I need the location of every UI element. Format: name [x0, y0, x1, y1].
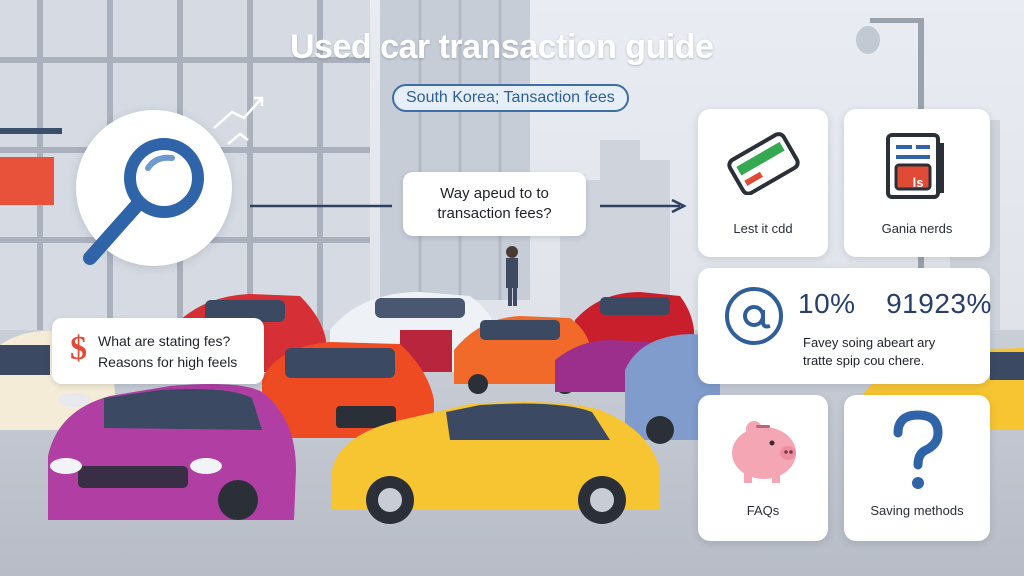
car-magenta-front — [48, 384, 296, 520]
card-saving[interactable]: Saving methods — [844, 395, 990, 541]
document-badge: ls — [912, 175, 924, 190]
car-orange-front — [262, 342, 434, 438]
stat-description: Favey soing abeart ary tratte spip cou c… — [803, 334, 935, 370]
magnifier-badge — [76, 110, 232, 266]
card-faqs[interactable]: FAQs — [698, 395, 828, 541]
car-yellow-front — [332, 402, 660, 524]
car-blue-mid — [625, 334, 720, 444]
card-credit[interactable]: Lest it cdd — [698, 109, 828, 257]
stat-card: 10% 91923% Favey soing abeart ary tratte… — [698, 268, 992, 384]
central-tower — [380, 0, 530, 300]
subtitle-pill: South Korea; Tansaction fees — [392, 84, 629, 112]
document-icon — [886, 133, 944, 199]
at-sign-icon — [725, 287, 783, 345]
hanging-sign — [0, 128, 62, 205]
card-document[interactable]: ls Gania nerds — [844, 109, 990, 257]
piggy-bank-icon — [732, 421, 796, 483]
credit-card-icon — [727, 132, 800, 195]
fees-reason-line: Reasons for high feels — [98, 354, 238, 370]
search-icon — [83, 138, 204, 265]
stat-values: 10% 91923% — [798, 288, 992, 320]
stat-desc-line-2: tratte spip cou chere. — [803, 353, 925, 368]
fees-info-bubble: $ What are stating fes? Reasons for high… — [52, 318, 264, 384]
standing-person — [506, 246, 518, 306]
trend-arrows-icon — [213, 96, 264, 145]
stat-value-1: 10% — [798, 288, 856, 319]
stat-desc-line-1: Favey soing abeart ary — [803, 335, 936, 350]
card-credit-label: Lest it cdd — [733, 221, 793, 236]
question-line-2: transaction fees? — [437, 205, 552, 222]
question-mark-icon — [893, 410, 943, 489]
dollar-icon: $ — [70, 330, 87, 367]
stat-value-2: 91923% — [886, 288, 992, 319]
question-bubble: Way apeud to to transaction fees? — [403, 172, 586, 236]
card-document-label: Gania nerds — [881, 221, 953, 236]
fees-question-line: What are stating fes? — [98, 333, 231, 349]
page-title: Used car transaction guide — [290, 28, 714, 66]
question-line-1: Way apeud to to — [440, 185, 549, 202]
flow-arrows — [250, 198, 687, 214]
card-faqs-label: FAQs — [746, 503, 780, 518]
card-saving-label: Saving methods — [870, 503, 964, 518]
